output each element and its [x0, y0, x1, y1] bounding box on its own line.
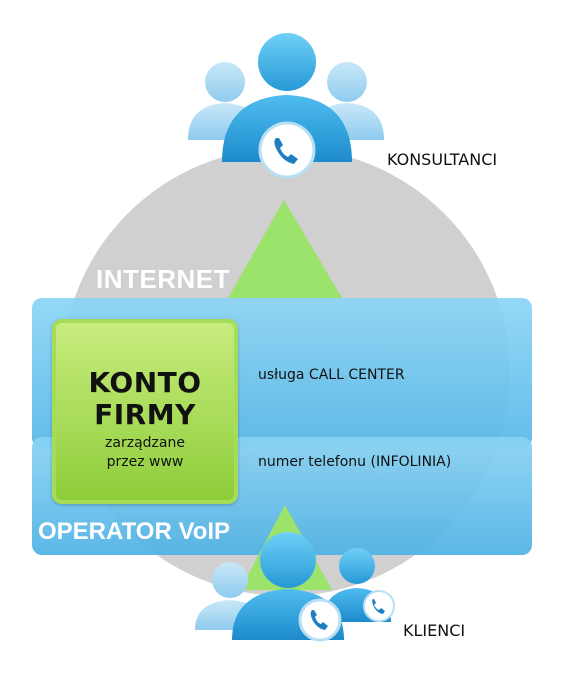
operator-voip-label: OPERATOR VoIP: [38, 518, 231, 545]
consultant-group-phone-icon: [188, 33, 384, 179]
consultants-label: KONSULTANCI: [387, 150, 498, 169]
phone-number-label: numer telefonu (INFOLINIA): [258, 454, 452, 470]
call-center-service-label: usługa CALL CENTER: [258, 367, 405, 383]
upper-triangle: [228, 200, 342, 298]
clients-label: KLIENCI: [403, 621, 466, 640]
client-group-phone-icon: [195, 532, 395, 642]
account-subtitle-line1: zarządzane: [105, 435, 185, 451]
account-subtitle-line2: przez www: [106, 454, 184, 470]
internet-label: INTERNET: [96, 264, 230, 294]
company-account-box: KONTO FIRMY zarządzane przez www: [52, 319, 238, 504]
account-title-line2: FIRMY: [94, 398, 196, 431]
account-title-line1: KONTO: [88, 366, 202, 399]
